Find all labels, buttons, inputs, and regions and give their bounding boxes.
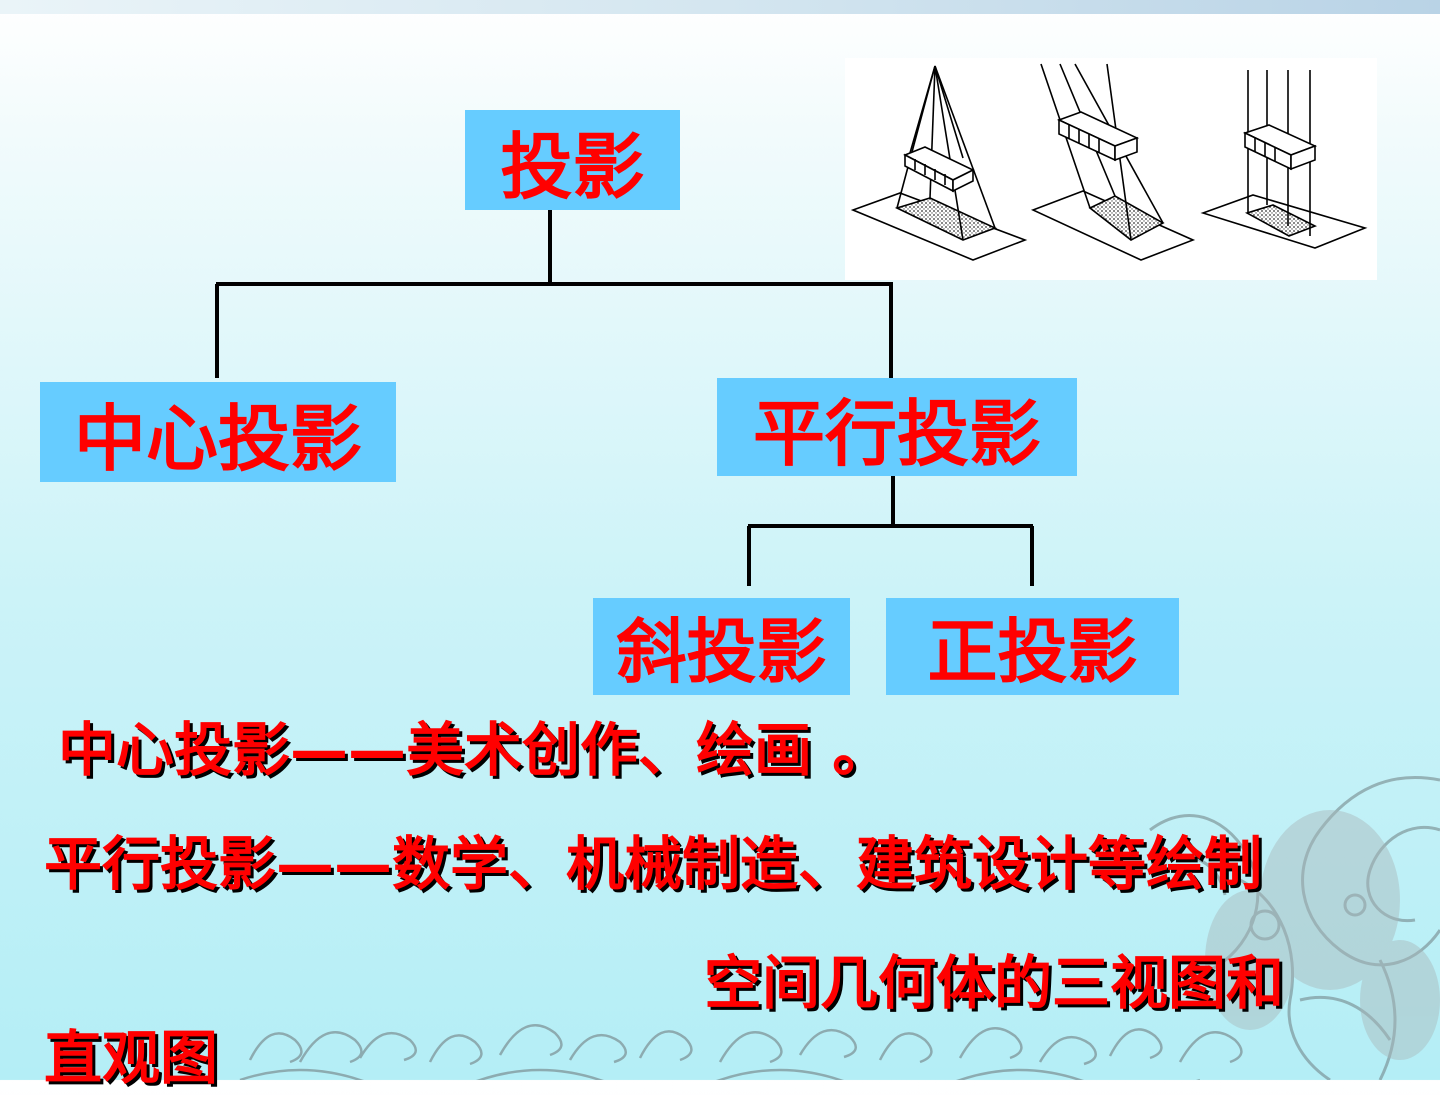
parallel-projection-note-end: 直观图 xyxy=(44,1024,219,1092)
parallel-projection-note-continued: 空间几何体的三视图和 xyxy=(704,949,1285,1017)
parallel-projection-note: 平行投影——数学、机械制造、建筑设计等绘制 xyxy=(44,830,1263,898)
oblique-projection-box: 斜投影 xyxy=(593,598,850,695)
projection-root-label: 投影 xyxy=(500,124,645,209)
central-projection-label: 中心投影 xyxy=(73,396,362,481)
central-projection-note: 中心投影——美术创作、绘画 。 xyxy=(58,716,891,784)
projection-illustration-panel xyxy=(845,58,1377,280)
dragon-decoration xyxy=(1149,775,1440,1080)
oblique-projection-label: 斜投影 xyxy=(616,611,827,693)
top-band xyxy=(0,0,1440,14)
projection-illustrations xyxy=(850,63,1368,261)
wave-border-decoration xyxy=(239,1023,1243,1080)
projection-root-box: 投影 xyxy=(465,110,680,210)
orthographic-projection-box: 正投影 xyxy=(886,598,1179,695)
oblique-projection-icon xyxy=(1030,63,1196,261)
orthographic-projection-icon xyxy=(1200,70,1368,249)
central-projection-icon xyxy=(850,65,1028,261)
orthographic-projection-label: 正投影 xyxy=(927,611,1138,693)
parallel-projection-box: 平行投影 xyxy=(717,378,1077,476)
central-projection-box: 中心投影 xyxy=(40,382,396,482)
parallel-projection-label: 平行投影 xyxy=(752,391,1041,476)
